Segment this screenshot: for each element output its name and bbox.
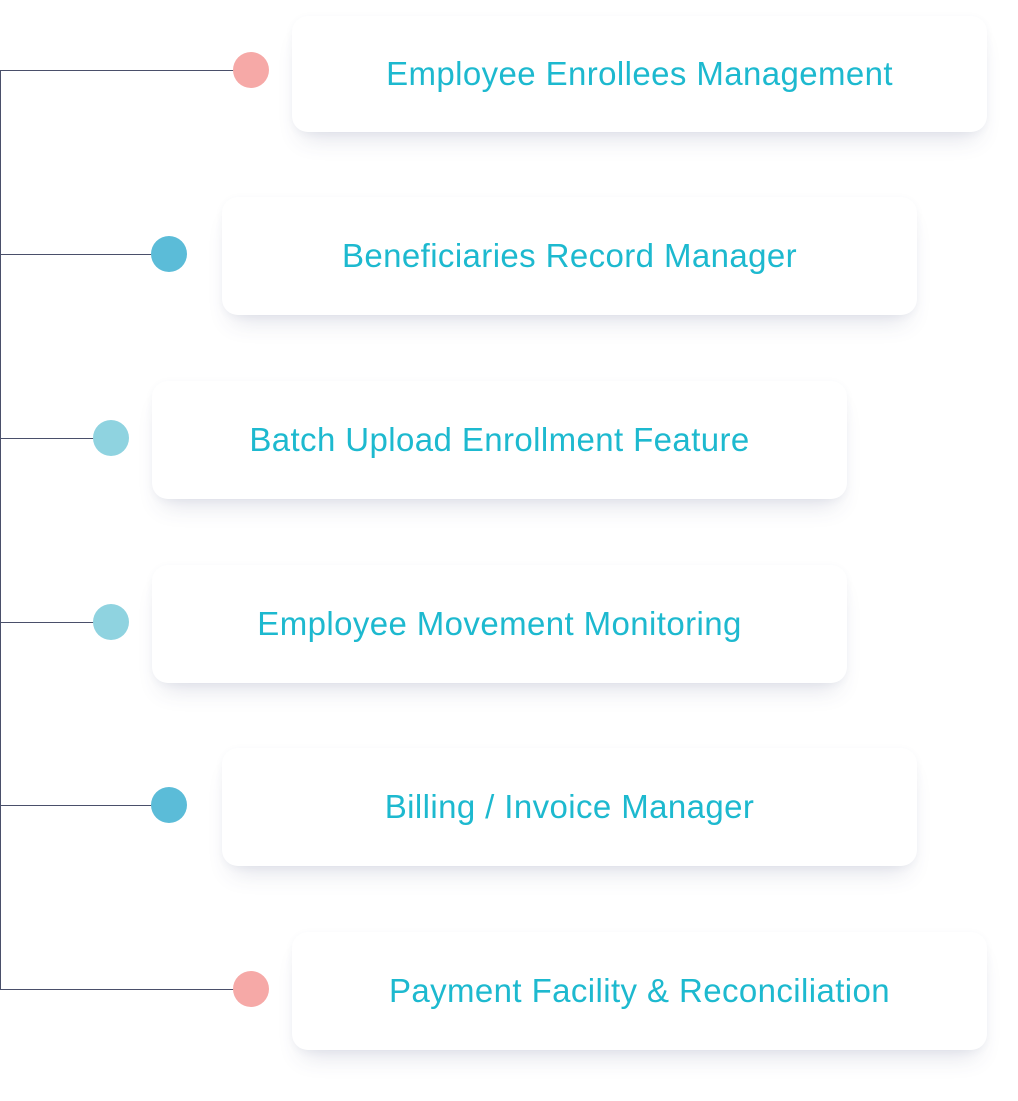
bullet-dot	[93, 420, 129, 456]
feature-label: Batch Upload Enrollment Feature	[249, 421, 750, 458]
feature-card-payment-facility: Payment Facility & Reconciliation	[292, 932, 987, 1050]
feature-row: Payment Facility & Reconciliation	[0, 932, 1018, 1050]
feature-row: Billing / Invoice Manager	[0, 748, 1018, 866]
feature-card-employee-enrollees: Employee Enrollees Management	[292, 16, 987, 132]
feature-row: Batch Upload Enrollment Feature	[0, 381, 1018, 499]
feature-card-billing-invoice: Billing / Invoice Manager	[222, 748, 917, 866]
feature-label: Employee Movement Monitoring	[257, 605, 742, 642]
bullet-dot	[233, 52, 269, 88]
feature-row: Employee Enrollees Management	[0, 16, 1018, 132]
feature-label: Billing / Invoice Manager	[384, 788, 755, 825]
feature-card-employee-movement: Employee Movement Monitoring	[152, 565, 847, 683]
feature-row: Beneficiaries Record Manager	[0, 197, 1018, 315]
bullet-dot	[93, 604, 129, 640]
connector-line	[0, 438, 94, 439]
connector-line	[0, 622, 94, 623]
bullet-dot	[151, 236, 187, 272]
feature-label: Employee Enrollees Management	[386, 55, 893, 92]
connector-line	[0, 254, 152, 255]
timeline-spine	[0, 70, 1, 990]
feature-card-batch-upload: Batch Upload Enrollment Feature	[152, 381, 847, 499]
feature-label: Beneficiaries Record Manager	[341, 237, 798, 274]
bullet-dot	[151, 787, 187, 823]
connector-line	[0, 70, 234, 71]
bullet-dot	[233, 971, 269, 1007]
connector-line	[0, 989, 234, 990]
feature-row: Employee Movement Monitoring	[0, 565, 1018, 683]
connector-line	[0, 805, 152, 806]
feature-card-beneficiaries: Beneficiaries Record Manager	[222, 197, 917, 315]
feature-label: Payment Facility & Reconciliation	[388, 972, 891, 1009]
